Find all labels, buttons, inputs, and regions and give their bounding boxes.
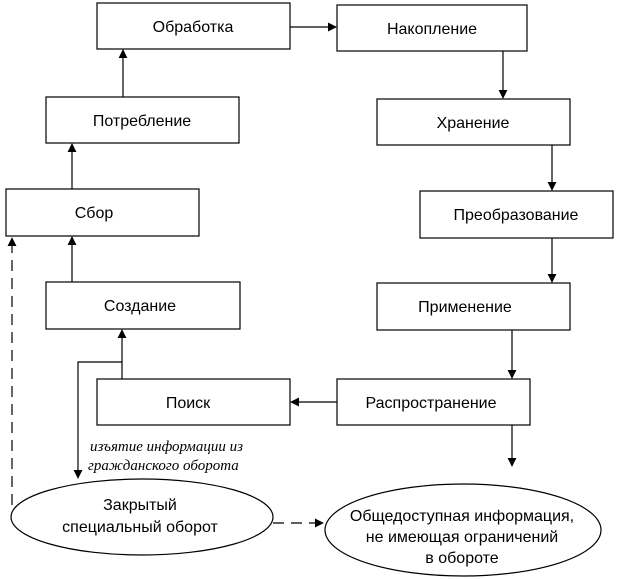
public-line2: не имеющая ограничений	[366, 529, 558, 546]
annotation-line2: гражданского оборота	[88, 458, 239, 474]
node-consumption: Потребление	[45, 96, 240, 144]
node-application-label: Применение	[418, 299, 512, 316]
node-collection: Сбор	[5, 188, 200, 237]
node-transformation-label: Преобразование	[454, 207, 579, 224]
arrow-withdrawal-to-closed	[73, 361, 122, 479]
node-storage-label: Хранение	[437, 115, 510, 132]
node-consumption-label: Потребление	[93, 113, 191, 130]
node-closed-circulation: Закрытый специальный оборот	[10, 478, 274, 556]
closed-line1: Закрытый	[103, 497, 177, 514]
public-line3: в обороте	[425, 550, 499, 567]
node-search: Поиск	[96, 378, 291, 426]
node-processing-label: Обработка	[153, 19, 234, 36]
node-application: Применение	[376, 282, 571, 331]
node-search-label: Поиск	[166, 395, 211, 412]
annotation-line1: изъятие информации из	[90, 439, 243, 455]
node-creation-label: Создание	[104, 298, 176, 315]
node-accumulation-label: Накопление	[387, 21, 477, 38]
node-public-information: Общедоступная информация, не имеющая огр…	[324, 483, 602, 577]
closed-line2: специальный оборот	[62, 519, 218, 536]
node-transformation: Преобразование	[419, 190, 614, 239]
public-line1: Общедоступная информация,	[350, 508, 574, 525]
node-storage: Хранение	[376, 98, 571, 146]
node-collection-label: Сбор	[75, 205, 114, 222]
node-accumulation: Накопление	[336, 4, 528, 52]
node-creation: Создание	[45, 281, 241, 330]
node-distribution: Распространение	[336, 378, 531, 426]
node-distribution-label: Распространение	[365, 395, 496, 412]
node-processing: Обработка	[96, 2, 291, 50]
